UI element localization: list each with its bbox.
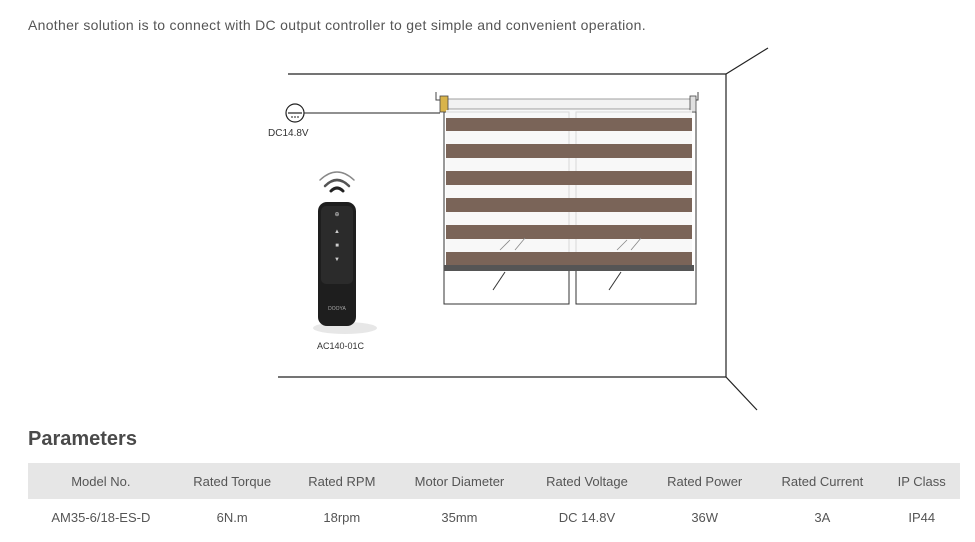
roller-tube	[435, 92, 699, 113]
cell-diameter: 35mm	[441, 509, 478, 525]
svg-text:▲: ▲	[334, 229, 340, 235]
table-row: AM35-6/18-ES-D 6N.m 18rpm 35mm DC 14.8V …	[28, 499, 960, 535]
cell-voltage: DC 14.8V	[558, 509, 616, 525]
zebra-blind	[444, 110, 694, 271]
svg-text:⊕: ⊕	[334, 212, 339, 218]
wireless-signal-icon	[319, 171, 355, 193]
header-rpm: Rated RPM	[290, 463, 394, 499]
cell-power: 36W	[691, 509, 719, 525]
header-diameter: Motor Diameter	[393, 463, 526, 499]
power-source-icon	[285, 103, 440, 123]
cell-current: 3A	[814, 509, 831, 525]
cell-ip-class: IP44	[908, 509, 936, 525]
remote-model-label: AC140-01C	[317, 341, 365, 351]
cell-rpm: 18rpm	[323, 509, 361, 525]
svg-text:▼: ▼	[334, 257, 340, 263]
cell-torque: 6N.m	[216, 509, 248, 525]
table-header-row: Model No. Rated Torque Rated RPM Motor D…	[28, 463, 960, 499]
header-voltage: Rated Voltage	[525, 463, 649, 499]
header-model: Model No.	[28, 463, 174, 499]
remote-control: ⊕ ▲ ■ ▼ DOOYA	[313, 202, 377, 334]
remote-brand-label: DOOYA	[328, 306, 346, 312]
intro-text: Another solution is to connect with DC o…	[28, 17, 646, 33]
installation-illustration: DC14.8V ⊕ ▲	[268, 47, 769, 411]
cell-model: AM35-6/18-ES-D	[51, 509, 151, 525]
header-torque: Rated Torque	[173, 463, 291, 499]
power-label: DC14.8V	[268, 128, 309, 139]
header-ip-class: IP Class	[883, 463, 960, 499]
parameters-title: Parameters	[28, 428, 137, 450]
parameters-table: Model No. Rated Torque Rated RPM Motor D…	[28, 463, 960, 535]
header-current: Rated Current	[761, 463, 884, 499]
room-outline	[278, 47, 769, 411]
header-power: Rated Power	[648, 463, 762, 499]
svg-text:■: ■	[335, 243, 339, 249]
